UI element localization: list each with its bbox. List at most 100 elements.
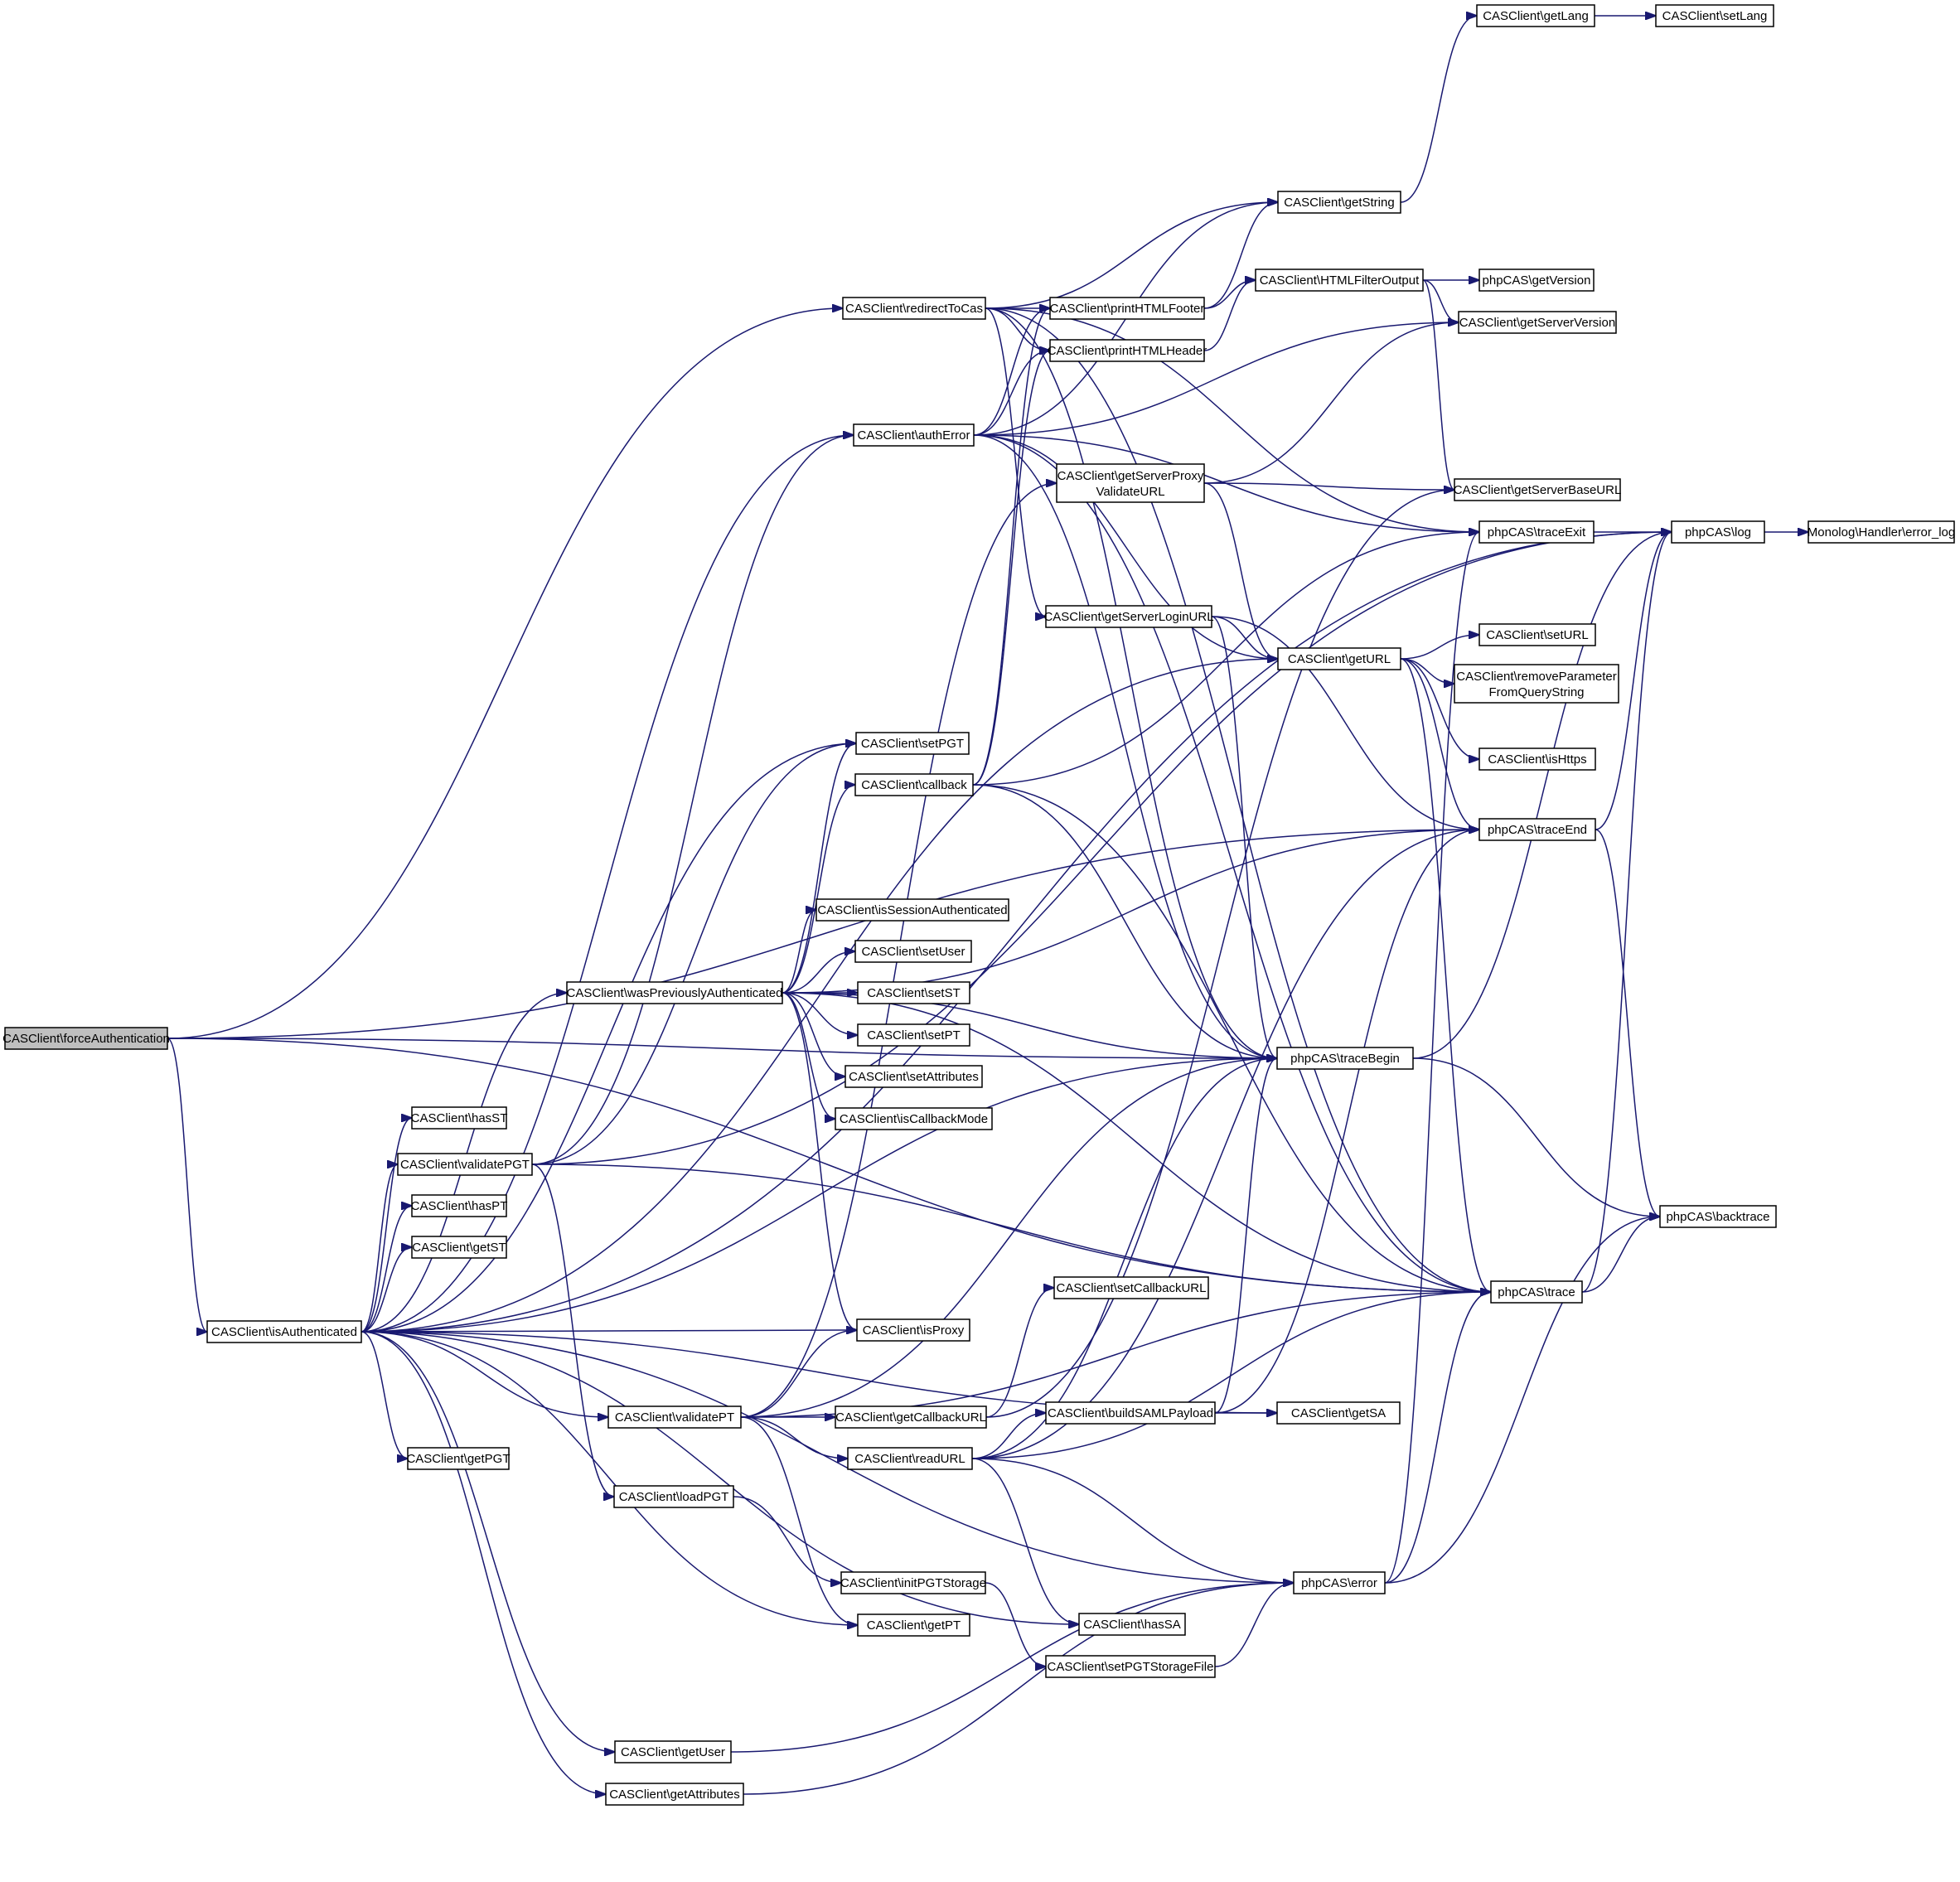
node-getString[interactable]: CASClient\getString	[1277, 191, 1401, 214]
node-box	[411, 1236, 507, 1259]
node-box	[857, 1613, 970, 1637]
edge-isAuthenticated-to-error	[361, 1331, 1294, 1583]
node-getSA[interactable]: CASClient\getSA	[1276, 1401, 1401, 1425]
node-setPGT[interactable]: CASClient\setPGT	[855, 732, 970, 755]
node-redirectToCas[interactable]: CASClient\redirectToCas	[842, 297, 986, 320]
node-box	[1655, 4, 1774, 27]
node-getVersion[interactable]: phpCAS\getVersion	[1478, 269, 1595, 292]
edge-isAuthenticated-to-log	[361, 532, 1672, 1333]
node-trace[interactable]: phpCAS\trace	[1490, 1280, 1583, 1304]
node-label: CASClient\getString	[1284, 196, 1394, 210]
node-box	[1277, 647, 1401, 670]
edge-validatePGT-to-loadPGT	[531, 1164, 614, 1497]
node-setAttributes[interactable]: CASClient\setAttributes	[844, 1065, 983, 1088]
node-traceBegin[interactable]: phpCAS\traceBegin	[1276, 1047, 1414, 1070]
edge-getAttributes-to-error	[743, 1583, 1294, 1795]
edge-readURL-to-traceBegin	[971, 1058, 1277, 1459]
node-validatePGT[interactable]: CASClient\validatePGT	[397, 1153, 533, 1176]
node-box	[1276, 1047, 1414, 1070]
node-getLang[interactable]: CASClient\getLang	[1476, 4, 1595, 27]
node-loadPGT[interactable]: CASClient\loadPGT	[613, 1485, 734, 1508]
node-getServerLoginURL[interactable]: CASClient\getServerLoginURL	[1043, 605, 1214, 628]
node-box	[1478, 818, 1596, 841]
edge-traceBegin-to-backtrace	[1412, 1057, 1660, 1217]
edge-getURL-to-setURL	[1400, 635, 1479, 660]
node-backtrace[interactable]: phpCAS\backtrace	[1659, 1205, 1777, 1228]
edge-forceAuthentication-to-redirectToCas	[167, 308, 843, 1039]
node-hasST[interactable]: CASClient\hasST	[411, 1106, 508, 1130]
node-getAttributes[interactable]: CASClient\getAttributes	[605, 1783, 744, 1806]
node-getST[interactable]: CASClient\getST	[411, 1236, 507, 1259]
node-getPT[interactable]: CASClient\getPT	[857, 1613, 970, 1637]
edge-wasPreviouslyAuthenticated-to-setAttributes	[782, 992, 845, 1076]
node-setCallbackURL[interactable]: CASClient\setCallbackURL	[1053, 1276, 1209, 1299]
node-HTMLFilterOutput[interactable]: CASClient\HTMLFilterOutput	[1255, 269, 1424, 292]
edge-HTMLFilterOutput-to-getServerBaseURL	[1422, 279, 1454, 490]
node-authError[interactable]: CASClient\authError	[853, 423, 975, 447]
edge-wasPreviouslyAuthenticated-to-isSessionAuthenticated	[782, 910, 816, 994]
node-label: CASClient\validatePT	[615, 1410, 734, 1425]
node-isSessionAuthenticated[interactable]: CASClient\isSessionAuthenticated	[815, 898, 1009, 922]
node-forceAuthentication[interactable]: CASClient\forceAuthentication	[2, 1027, 170, 1050]
edge-isAuthenticated-to-getSA	[361, 1331, 1277, 1413]
edge-validatePT-to-getPT	[740, 1416, 858, 1625]
node-setURL[interactable]: CASClient\setURL	[1478, 623, 1596, 646]
edge-authError-to-getURL	[973, 434, 1278, 659]
node-setUser[interactable]: CASClient\setUser	[854, 940, 972, 963]
node-isCallbackMode[interactable]: CASClient\isCallbackMode	[835, 1107, 993, 1130]
node-error[interactable]: phpCAS\error	[1293, 1571, 1386, 1594]
node-box	[1808, 520, 1955, 544]
node-label-line2: ValidateURL	[1096, 485, 1164, 499]
node-getServerVersion[interactable]: CASClient\getServerVersion	[1458, 311, 1617, 334]
node-hasPT[interactable]: CASClient\hasPT	[411, 1194, 508, 1217]
node-isHttps[interactable]: CASClient\isHttps	[1478, 747, 1596, 771]
node-setPGTStorageFile[interactable]: CASClient\setPGTStorageFile	[1045, 1655, 1216, 1678]
node-box	[1277, 191, 1401, 214]
node-getCallbackURL[interactable]: CASClient\getCallbackURL	[835, 1405, 987, 1429]
node-setLang[interactable]: CASClient\setLang	[1655, 4, 1774, 27]
node-label: CASClient\isCallbackMode	[840, 1112, 988, 1126]
node-error_log[interactable]: Monolog\Handler\error_log	[1808, 520, 1955, 544]
node-readURL[interactable]: CASClient\readURL	[847, 1447, 973, 1470]
node-getUser[interactable]: CASClient\getUser	[614, 1740, 732, 1763]
node-getURL[interactable]: CASClient\getURL	[1277, 647, 1401, 670]
node-printHTMLFooter[interactable]: CASClient\printHTMLFooter	[1049, 297, 1205, 320]
node-box	[605, 1783, 744, 1806]
node-getServerBaseURL[interactable]: CASClient\getServerBaseURL	[1454, 478, 1622, 501]
edge-validatePT-to-isProxy	[740, 1330, 857, 1418]
nodes: CASClient\forceAuthenticationCASClient\i…	[2, 4, 1955, 1806]
node-box	[842, 297, 986, 320]
node-initPGTStorage[interactable]: CASClient\initPGTStorage	[840, 1571, 986, 1594]
node-isAuthenticated[interactable]: CASClient\isAuthenticated	[206, 1320, 362, 1343]
edge-callback-to-traceBegin	[972, 784, 1277, 1058]
node-validatePT[interactable]: CASClient\validatePT	[607, 1405, 742, 1429]
node-wasPreviouslyAuthenticated[interactable]: CASClient\wasPreviouslyAuthenticated	[566, 981, 783, 1004]
edge-redirectToCas-to-trace	[985, 307, 1491, 1292]
edge-getURL-to-isHttps	[1400, 658, 1479, 759]
node-box	[835, 1405, 987, 1429]
edge-authError-to-printHTMLHeader	[973, 351, 1050, 436]
node-setST[interactable]: CASClient\setST	[857, 981, 970, 1004]
node-traceExit[interactable]: phpCAS\traceExit	[1478, 520, 1595, 544]
edge-printHTMLHeader-to-HTMLFilterOutput	[1203, 280, 1256, 351]
edge-forceAuthentication-to-traceBegin	[167, 1038, 1277, 1058]
edge-readURL-to-hasSA	[971, 1458, 1079, 1624]
edge-readURL-to-trace	[971, 1292, 1491, 1459]
edge-getServerLoginURL-to-traceBegin	[1211, 616, 1277, 1058]
node-hasSA[interactable]: CASClient\hasSA	[1078, 1613, 1186, 1636]
node-box	[397, 1153, 533, 1176]
node-log[interactable]: phpCAS\log	[1671, 520, 1765, 544]
node-getPGT[interactable]: CASClient\getPGT	[406, 1447, 511, 1470]
node-box	[1276, 1401, 1401, 1425]
node-callback[interactable]: CASClient\callback	[854, 773, 974, 796]
node-label: CASClient\redirectToCas	[845, 302, 983, 316]
node-box	[1293, 1571, 1386, 1594]
edge-traceEnd-to-backtrace	[1595, 829, 1660, 1217]
node-isProxy[interactable]: CASClient\isProxy	[856, 1318, 970, 1342]
node-traceEnd[interactable]: phpCAS\traceEnd	[1478, 818, 1596, 841]
node-printHTMLHeader[interactable]: CASClient\printHTMLHeader	[1048, 339, 1207, 362]
node-buildSAMLPayload[interactable]: CASClient\buildSAMLPayload	[1045, 1401, 1216, 1425]
node-setPT[interactable]: CASClient\setPT	[857, 1023, 970, 1047]
